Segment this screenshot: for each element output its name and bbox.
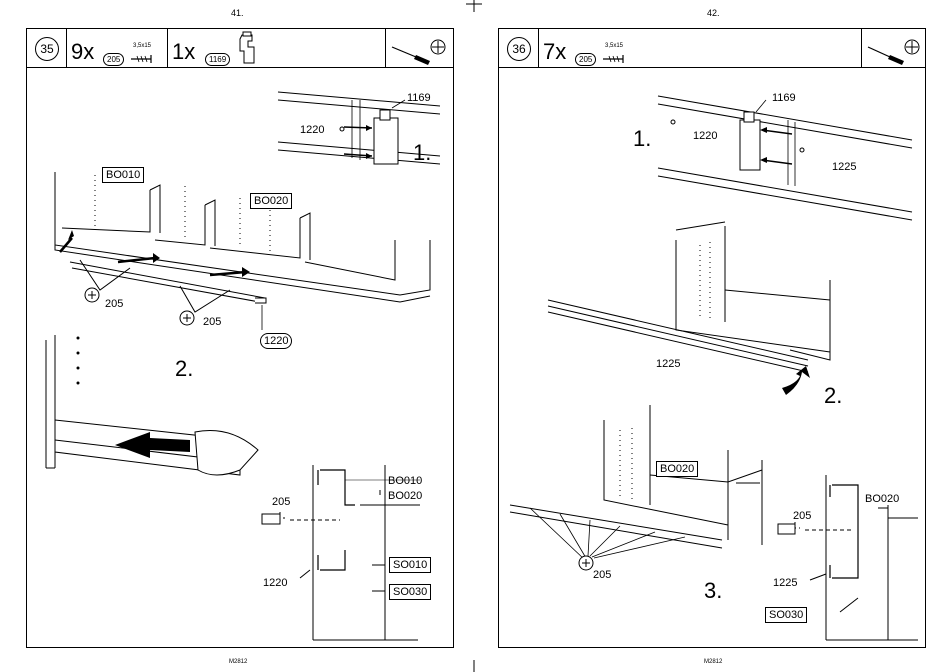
part-label: 1225 xyxy=(832,161,856,173)
substep-label: 3. xyxy=(704,578,722,604)
screw-label: 205 xyxy=(793,510,811,522)
substep-label: 1. xyxy=(633,126,651,152)
panel-label: BO020 xyxy=(656,461,698,477)
panel-label: SO030 xyxy=(765,607,807,623)
panel-label: BO020 xyxy=(865,493,899,505)
part-label: 1169 xyxy=(772,92,796,104)
part-label: 1225 xyxy=(773,577,797,589)
part-label: 1225 xyxy=(656,358,680,370)
footer-code: M2812 xyxy=(704,659,722,665)
screw-label: 205 xyxy=(593,569,611,581)
part-label: 1220 xyxy=(693,130,717,142)
substep-label: 2. xyxy=(824,383,842,409)
